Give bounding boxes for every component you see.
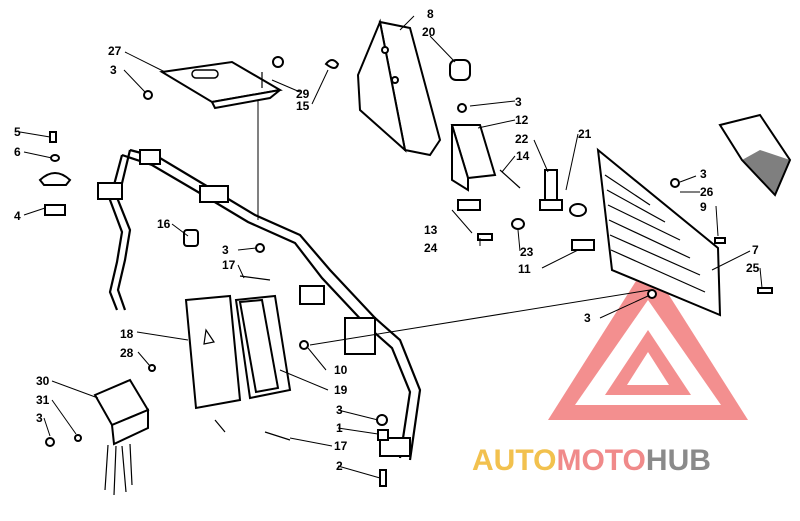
callout-8: 8 xyxy=(427,7,434,21)
watermark-word-moto: MOTO xyxy=(556,444,645,477)
frame-clamp-top-left xyxy=(139,149,161,165)
callout-9: 9 xyxy=(700,200,707,214)
callout-27: 27 xyxy=(108,44,122,58)
callout-26: 26 xyxy=(700,185,714,199)
callout-21: 21 xyxy=(578,127,592,141)
screw-25 xyxy=(757,287,773,294)
bracket-13 xyxy=(457,199,481,211)
callout-14: 14 xyxy=(516,149,530,163)
cover-26 xyxy=(718,113,792,197)
callout-3: 3 xyxy=(222,243,229,257)
screw-9 xyxy=(714,237,726,244)
bracket-12 xyxy=(450,103,521,241)
callout-labels: 27 3 29 15 8 20 3 12 14 22 21 13 24 23 1… xyxy=(14,7,760,473)
callout-20: 20 xyxy=(422,25,436,39)
callout-3: 3 xyxy=(110,63,117,77)
callout-5: 5 xyxy=(14,125,21,139)
callout-10: 10 xyxy=(334,363,348,377)
watermark-triangle-hole xyxy=(627,352,669,385)
callout-23: 23 xyxy=(520,245,534,259)
frame-mount-left xyxy=(97,182,123,200)
bushing-20 xyxy=(449,59,471,81)
nut-3f xyxy=(45,437,55,447)
module-30 xyxy=(45,378,150,496)
nut-3g xyxy=(376,414,388,426)
washer-23 xyxy=(511,218,525,230)
watermark-text: AUTOMOTOHUB xyxy=(472,444,711,477)
lever-body xyxy=(544,169,558,201)
callout-12: 12 xyxy=(515,113,529,127)
frame-bracket-mid xyxy=(299,285,325,305)
callout-3: 3 xyxy=(584,311,591,325)
callout-22: 22 xyxy=(515,132,529,146)
washer-6 xyxy=(50,154,60,162)
leader-lines xyxy=(19,15,763,479)
callout-6: 6 xyxy=(14,145,21,159)
spacer-1 xyxy=(377,429,389,441)
watermark-word-auto: AUTO xyxy=(472,444,556,477)
callout-16: 16 xyxy=(157,217,171,231)
callout-18: 18 xyxy=(120,327,134,341)
nut-3d xyxy=(647,289,657,299)
callout-31: 31 xyxy=(36,393,50,407)
washer-29 xyxy=(272,56,284,68)
callout-3: 3 xyxy=(515,95,522,109)
clamp-half xyxy=(38,172,72,186)
watermark-logo xyxy=(548,262,748,420)
frame-foot-bracket xyxy=(379,437,411,457)
frame-bracket-right xyxy=(344,317,376,355)
bracket-18 xyxy=(148,294,309,441)
spacer-21 xyxy=(569,203,587,217)
callout-11: 11 xyxy=(518,262,531,276)
screw-28 xyxy=(148,364,156,372)
screw-5 xyxy=(49,131,57,143)
nut-10 xyxy=(299,340,309,350)
callout-29: 29 xyxy=(296,87,310,101)
callout-24: 24 xyxy=(424,241,438,255)
watermark-word-hub: HUB xyxy=(646,444,711,477)
clip-16 xyxy=(183,229,199,247)
callout-19: 19 xyxy=(334,383,348,397)
lever-22 xyxy=(511,169,587,230)
bracket-8 xyxy=(324,18,471,157)
callout-3: 3 xyxy=(700,167,707,181)
mount-plate-27 xyxy=(143,56,284,110)
vent-panel-7 xyxy=(571,147,773,317)
callout-3: 3 xyxy=(336,403,343,417)
callout-1: 1 xyxy=(336,421,343,435)
callout-2: 2 xyxy=(336,459,343,473)
frame-clamp-upper xyxy=(199,185,229,203)
bracket-11 xyxy=(571,239,595,251)
callout-13: 13 xyxy=(424,223,438,237)
main-frame-tube xyxy=(97,80,651,461)
clip-16-group xyxy=(183,229,271,281)
callout-15: 15 xyxy=(296,99,310,113)
callout-17: 17 xyxy=(222,258,236,272)
left-clamp-group xyxy=(38,131,72,216)
callout-4: 4 xyxy=(14,209,21,223)
nut-3a xyxy=(143,90,153,100)
callout-30: 30 xyxy=(36,374,50,388)
callout-28: 28 xyxy=(120,346,134,360)
nut-3e xyxy=(255,243,265,253)
washer-31 xyxy=(74,434,82,442)
nut-3c xyxy=(670,178,680,188)
callout-17: 17 xyxy=(334,439,348,453)
bolt-24 xyxy=(477,233,493,241)
callout-7: 7 xyxy=(752,243,759,257)
clip-15 xyxy=(324,59,340,69)
callout-25: 25 xyxy=(746,261,760,275)
nut-3b xyxy=(457,103,467,113)
callout-3: 3 xyxy=(36,411,43,425)
clamp-4 xyxy=(44,204,66,216)
bolt-2 xyxy=(379,469,387,487)
